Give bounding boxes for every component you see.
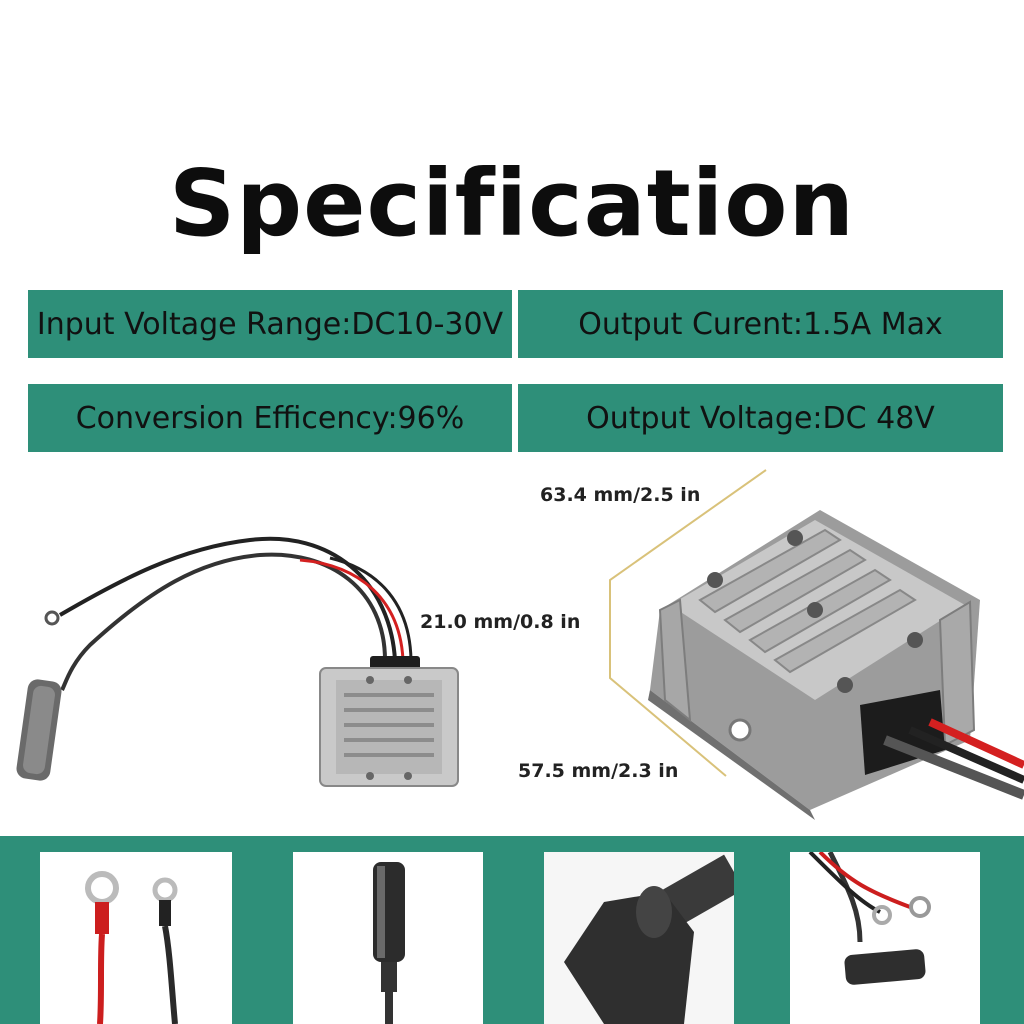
page-title: Specification bbox=[169, 150, 855, 257]
spec-input-voltage: Input Voltage Range:DC10-30V bbox=[28, 290, 512, 358]
spec-output-current: Output Curent:1.5A Max bbox=[518, 290, 1003, 358]
converter-with-cables-image bbox=[16, 536, 459, 787]
dimension-length-label: 63.4 mm/2.5 in bbox=[540, 484, 701, 506]
thumbnail-cable-sleeve bbox=[544, 852, 734, 1024]
spec-output-voltage: Output Voltage:DC 48V bbox=[518, 384, 1003, 452]
converter-large-image bbox=[648, 510, 1024, 820]
spec-conversion-efficiency: Conversion Efficency:96% bbox=[28, 384, 512, 452]
dimension-lines bbox=[609, 469, 767, 777]
thumbnail-dc-plug bbox=[293, 852, 483, 1024]
thumbnail-ring-terminals bbox=[40, 852, 232, 1024]
dimension-width-label: 57.5 mm/2.3 in bbox=[518, 760, 679, 782]
dimension-height-label: 21.0 mm/0.8 in bbox=[420, 611, 581, 633]
thumbnail-cable-ends bbox=[790, 852, 980, 1024]
